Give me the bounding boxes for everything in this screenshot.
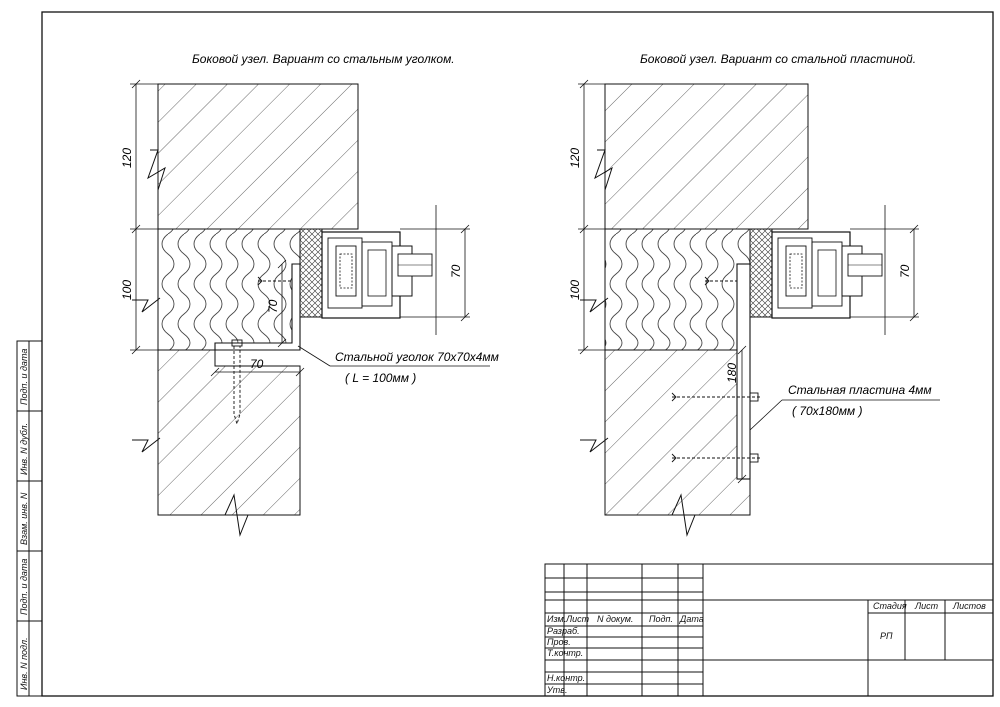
right-callout-line2: ( 70х180мм ) — [792, 404, 862, 418]
left-dim-70-horizontal-label: 70 — [250, 357, 264, 371]
right-dim-100-label: 100 — [568, 280, 582, 300]
left-window-profile — [321, 231, 433, 319]
right-lower-wall — [604, 349, 751, 516]
tb-stage-value: РП — [880, 631, 893, 641]
stamp-label-original-inventory: Инв. N подл. — [19, 637, 29, 690]
right-sealant — [749, 228, 773, 318]
left-anchor-horizontal — [257, 276, 292, 286]
left-upper-wall — [157, 83, 359, 230]
tb-col-date: Дата — [680, 614, 704, 624]
left-title: Боковой узел. Вариант со стальным уголко… — [192, 52, 455, 66]
left-lower-wall — [157, 349, 301, 516]
right-callout-line1: Стальная пластина 4мм — [788, 383, 932, 397]
right-break-upper — [594, 149, 613, 191]
title-block-grid — [544, 563, 994, 697]
right-dim-100 — [578, 229, 605, 355]
tb-col-document: N докум. — [597, 614, 634, 624]
right-upper-wall — [604, 83, 809, 230]
right-break-bottom — [671, 493, 750, 537]
tb-col-sheet: Лист — [566, 614, 590, 624]
left-dim-100-label: 100 — [120, 280, 134, 300]
tb-role-norm-control: Н.контр. — [547, 673, 586, 683]
right-title: Боковой узел. Вариант со стальной пласти… — [640, 52, 916, 66]
tb-col-signature: Подп. — [649, 614, 673, 624]
right-window-profile — [771, 231, 883, 319]
side-stamp-grid — [16, 340, 43, 697]
left-dim-100 — [130, 229, 158, 355]
tb-stage-header: Стадия — [873, 601, 907, 611]
right-dim-180-label: 180 — [725, 363, 739, 383]
left-dim-70-right-label: 70 — [449, 264, 463, 278]
left-dim-120-label: 120 — [120, 148, 134, 168]
left-sealant — [299, 228, 323, 318]
right-steel-plate — [736, 263, 751, 480]
right-dim-120-label: 120 — [568, 148, 582, 168]
right-dim-70-right-label: 70 — [898, 264, 912, 278]
left-steel-angle — [214, 263, 301, 351]
left-callout-leader — [297, 345, 490, 367]
left-break-lower — [132, 437, 161, 453]
right-anchors — [671, 276, 760, 463]
tb-role-developer: Разраб. — [547, 626, 580, 636]
left-detail — [130, 79, 490, 537]
left-anchor-vertical — [231, 339, 243, 426]
left-dim-70-angle — [277, 259, 287, 348]
tb-sheets-header: Листов — [953, 601, 986, 611]
left-insulation — [157, 228, 301, 351]
left-break-middle — [132, 297, 161, 313]
left-dim-120 — [130, 79, 158, 234]
tb-col-change: Изм. — [547, 614, 567, 624]
left-break-upper — [147, 149, 166, 191]
tb-role-checker: Пров. — [547, 637, 571, 647]
tb-role-tech-control: Т.контр. — [547, 648, 584, 658]
stamp-label-duplicate-inventory: Инв. N дубл. — [19, 422, 29, 475]
tb-role-approved: Утв. — [547, 685, 568, 695]
right-callout-leader — [749, 399, 940, 431]
left-callout-line2: ( L = 100мм ) — [345, 371, 416, 385]
left-dim-70-horizontal — [210, 367, 305, 377]
right-dim-180 — [737, 345, 747, 484]
left-break-bottom — [224, 493, 300, 537]
left-callout-line1: Стальной уголок 70х70х4мм — [335, 350, 499, 364]
right-dim-70-right — [850, 205, 919, 335]
stamp-label-replacement-inventory: Взам. инв. N — [19, 492, 29, 545]
right-detail — [578, 79, 940, 537]
right-break-lower — [580, 437, 609, 453]
stamp-label-signature-date-1: Подп. и дата — [19, 348, 29, 405]
left-dim-70-angle-label: 70 — [266, 299, 280, 313]
right-break-middle — [580, 297, 609, 313]
tb-sheet-header: Лист — [915, 601, 939, 611]
stamp-label-signature-date-2: Подп. и дата — [19, 558, 29, 615]
right-insulation — [604, 228, 751, 351]
right-dim-120 — [578, 79, 605, 234]
left-dim-70-right — [400, 205, 470, 335]
